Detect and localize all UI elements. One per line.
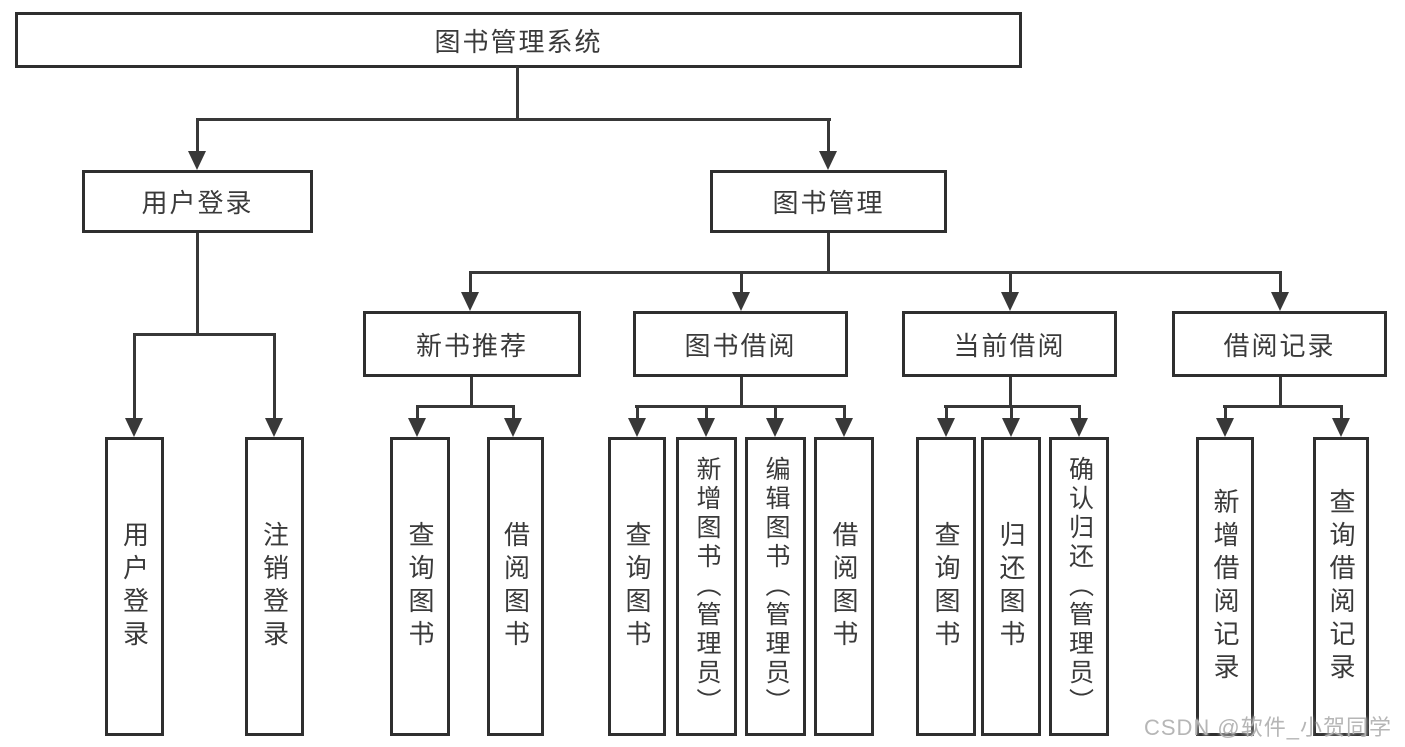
connector-line-h [196, 118, 831, 121]
connector-line-h [635, 405, 846, 408]
connector-line-h [133, 333, 276, 336]
arrowhead-down [819, 151, 837, 170]
leaf-query-book-1: 查询图书 [390, 437, 450, 736]
arrowhead-down [125, 418, 143, 437]
leaf-borrow-book-2: 借阅图书 [814, 437, 874, 736]
connector-line-v [636, 405, 639, 421]
arrowhead-down [766, 418, 784, 437]
leaf-add-borrow-record: 新增借阅记录 [1196, 437, 1254, 736]
connector-line-v [1279, 271, 1282, 296]
connector-line-v [1279, 377, 1282, 408]
connector-line-v [740, 271, 743, 296]
connector-line-v [273, 333, 276, 421]
leaf-logout: 注销登录 [245, 437, 304, 736]
connector-line-v [827, 118, 830, 154]
leaf-edit-book-admin: 编辑图书（管理员） [745, 437, 806, 736]
connector-line-v [196, 233, 199, 336]
arrowhead-down [188, 151, 206, 170]
connector-line-v [512, 405, 515, 421]
connector-line-v [827, 233, 830, 274]
leaf-query-borrow-record: 查询借阅记录 [1313, 437, 1369, 736]
arrowhead-down [504, 418, 522, 437]
connector-line-h [469, 271, 1282, 274]
connector-line-h [1223, 405, 1343, 408]
arrowhead-down [408, 418, 426, 437]
connector-line-v [1224, 405, 1227, 421]
node-user-login: 用户登录 [82, 170, 313, 233]
arrowhead-down [1332, 418, 1350, 437]
connector-line-v [740, 377, 743, 408]
leaf-borrow-book-1: 借阅图书 [487, 437, 544, 736]
connector-line-v [516, 66, 519, 120]
connector-line-v [1009, 271, 1012, 296]
node-borrow-records: 借阅记录 [1172, 311, 1387, 377]
connector-line-v [843, 405, 846, 421]
arrowhead-down [1070, 418, 1088, 437]
arrowhead-down [937, 418, 955, 437]
node-book-management: 图书管理 [710, 170, 947, 233]
arrowhead-down [1216, 418, 1234, 437]
leaf-query-book-2: 查询图书 [608, 437, 666, 736]
arrowhead-down [1001, 292, 1019, 311]
arrowhead-down [628, 418, 646, 437]
connector-line-v [1078, 405, 1081, 421]
arrowhead-down [265, 418, 283, 437]
leaf-query-book-3: 查询图书 [916, 437, 976, 736]
arrowhead-down [1271, 292, 1289, 311]
connector-line-v [133, 333, 136, 421]
connector-line-v [469, 271, 472, 296]
leaf-add-book-admin: 新增图书（管理员） [676, 437, 737, 736]
leaf-return-book: 归还图书 [981, 437, 1041, 736]
connector-line-v [945, 405, 948, 421]
connector-line-v [1009, 377, 1012, 408]
watermark: CSDN @软件_小贺同学 [1143, 715, 1392, 740]
connector-line-v [1010, 405, 1013, 421]
connector-line-v [196, 118, 199, 154]
node-current-borrowing: 当前借阅 [902, 311, 1117, 377]
node-book-borrowing: 图书借阅 [633, 311, 848, 377]
node-root-library-system: 图书管理系统 [15, 12, 1022, 68]
arrowhead-down [461, 292, 479, 311]
arrowhead-down [697, 418, 715, 437]
connector-line-v [416, 405, 419, 421]
connector-line-h [416, 405, 515, 408]
connector-line-v [1340, 405, 1343, 421]
leaf-confirm-return-admin: 确认归还（管理员） [1049, 437, 1109, 736]
connector-line-v [470, 377, 473, 408]
connector-line-v [774, 405, 777, 421]
connector-line-v [705, 405, 708, 421]
node-new-book-recommendation: 新书推荐 [363, 311, 581, 377]
arrowhead-down [835, 418, 853, 437]
arrowhead-down [1002, 418, 1020, 437]
leaf-user-login: 用户登录 [105, 437, 164, 736]
arrowhead-down [732, 292, 750, 311]
